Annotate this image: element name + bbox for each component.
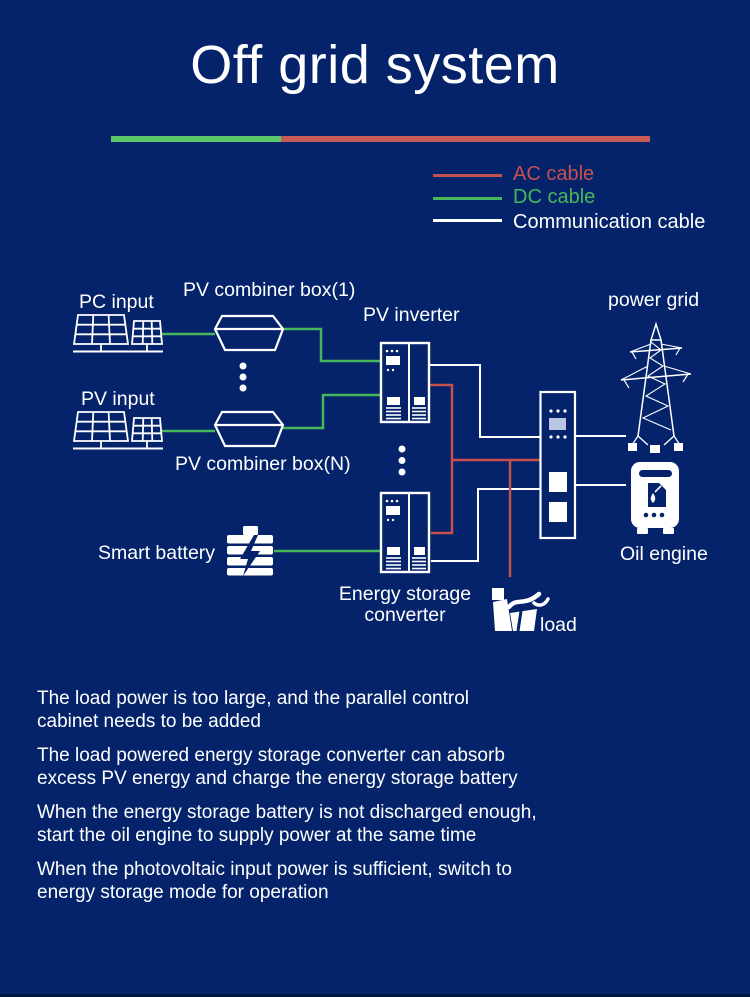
divider-red-segment xyxy=(281,136,650,142)
note-line: The load power is too large, and the par… xyxy=(37,688,469,709)
distribution-cabinet-icon xyxy=(539,390,577,540)
smart-battery-label: Smart battery xyxy=(98,542,216,564)
solar-panels-icon xyxy=(72,411,163,450)
combiner-box-icon xyxy=(213,410,285,448)
oil-engine-icon xyxy=(631,462,679,534)
pc-input-label: PC input xyxy=(79,291,154,313)
power-grid-label: power grid xyxy=(608,289,700,311)
pv-inverter-label: PV inverter xyxy=(363,304,460,326)
load-label: load xyxy=(540,614,577,636)
note-line: When the energy storage battery is not d… xyxy=(37,802,537,823)
divider-green-segment xyxy=(111,136,281,142)
communication-cable-legend-line xyxy=(433,219,502,222)
page-title: Off grid system xyxy=(190,35,560,95)
oil-engine-label: Oil engine xyxy=(620,543,708,565)
ac-cable-legend-line xyxy=(433,174,502,177)
dc-cable-line xyxy=(162,327,382,553)
dc-cable-legend-label: DC cable xyxy=(513,186,596,208)
note-line: cabinet needs to be added xyxy=(37,710,261,732)
combiner-box-icon xyxy=(213,314,285,352)
note-line: The load powered energy storage converte… xyxy=(37,745,505,766)
bottom-border xyxy=(0,994,750,997)
note-paragraph-2: The load powered energy storage converte… xyxy=(37,745,717,790)
notes-section: The load power is too large, and the par… xyxy=(37,688,717,916)
pv-combiner-box-1-label: PV combiner box(1) xyxy=(183,279,356,301)
note-paragraph-4: When the photovoltaic input power is suf… xyxy=(37,859,717,904)
note-paragraph-1: The load power is too large, and the par… xyxy=(37,688,717,733)
ac-cable-legend-label: AC cable xyxy=(513,163,595,185)
solar-panels-icon xyxy=(72,314,163,353)
ac-cable-line xyxy=(429,383,541,577)
energy-storage-converter-label: Energy storage converter xyxy=(322,584,488,626)
power-tower-icon xyxy=(620,321,692,453)
note-line: When the photovoltaic input power is suf… xyxy=(37,859,512,880)
note-paragraph-3: When the energy storage battery is not d… xyxy=(37,802,717,847)
dc-cable-legend-line xyxy=(433,197,502,200)
energy-storage-converter-label-line2: converter xyxy=(364,604,446,626)
communication-cable-legend-label: Communication cable xyxy=(513,211,706,233)
ellipsis-dots xyxy=(398,445,406,476)
inverter-cabinet-icon xyxy=(379,341,431,424)
note-line: energy storage mode for operation xyxy=(37,881,329,903)
storage-converter-cabinet-icon xyxy=(379,491,431,574)
energy-storage-converter-label-line1: Energy storage xyxy=(338,583,472,605)
pv-input-label: PV input xyxy=(81,388,155,410)
pv-combiner-box-n-label: PV combiner box(N) xyxy=(175,453,351,475)
ellipsis-dots xyxy=(239,362,247,392)
note-line: excess PV energy and charge the energy s… xyxy=(37,767,518,789)
battery-icon xyxy=(227,526,273,576)
communication-cable-line xyxy=(429,364,626,562)
note-line: start the oil engine to supply power at … xyxy=(37,824,477,846)
